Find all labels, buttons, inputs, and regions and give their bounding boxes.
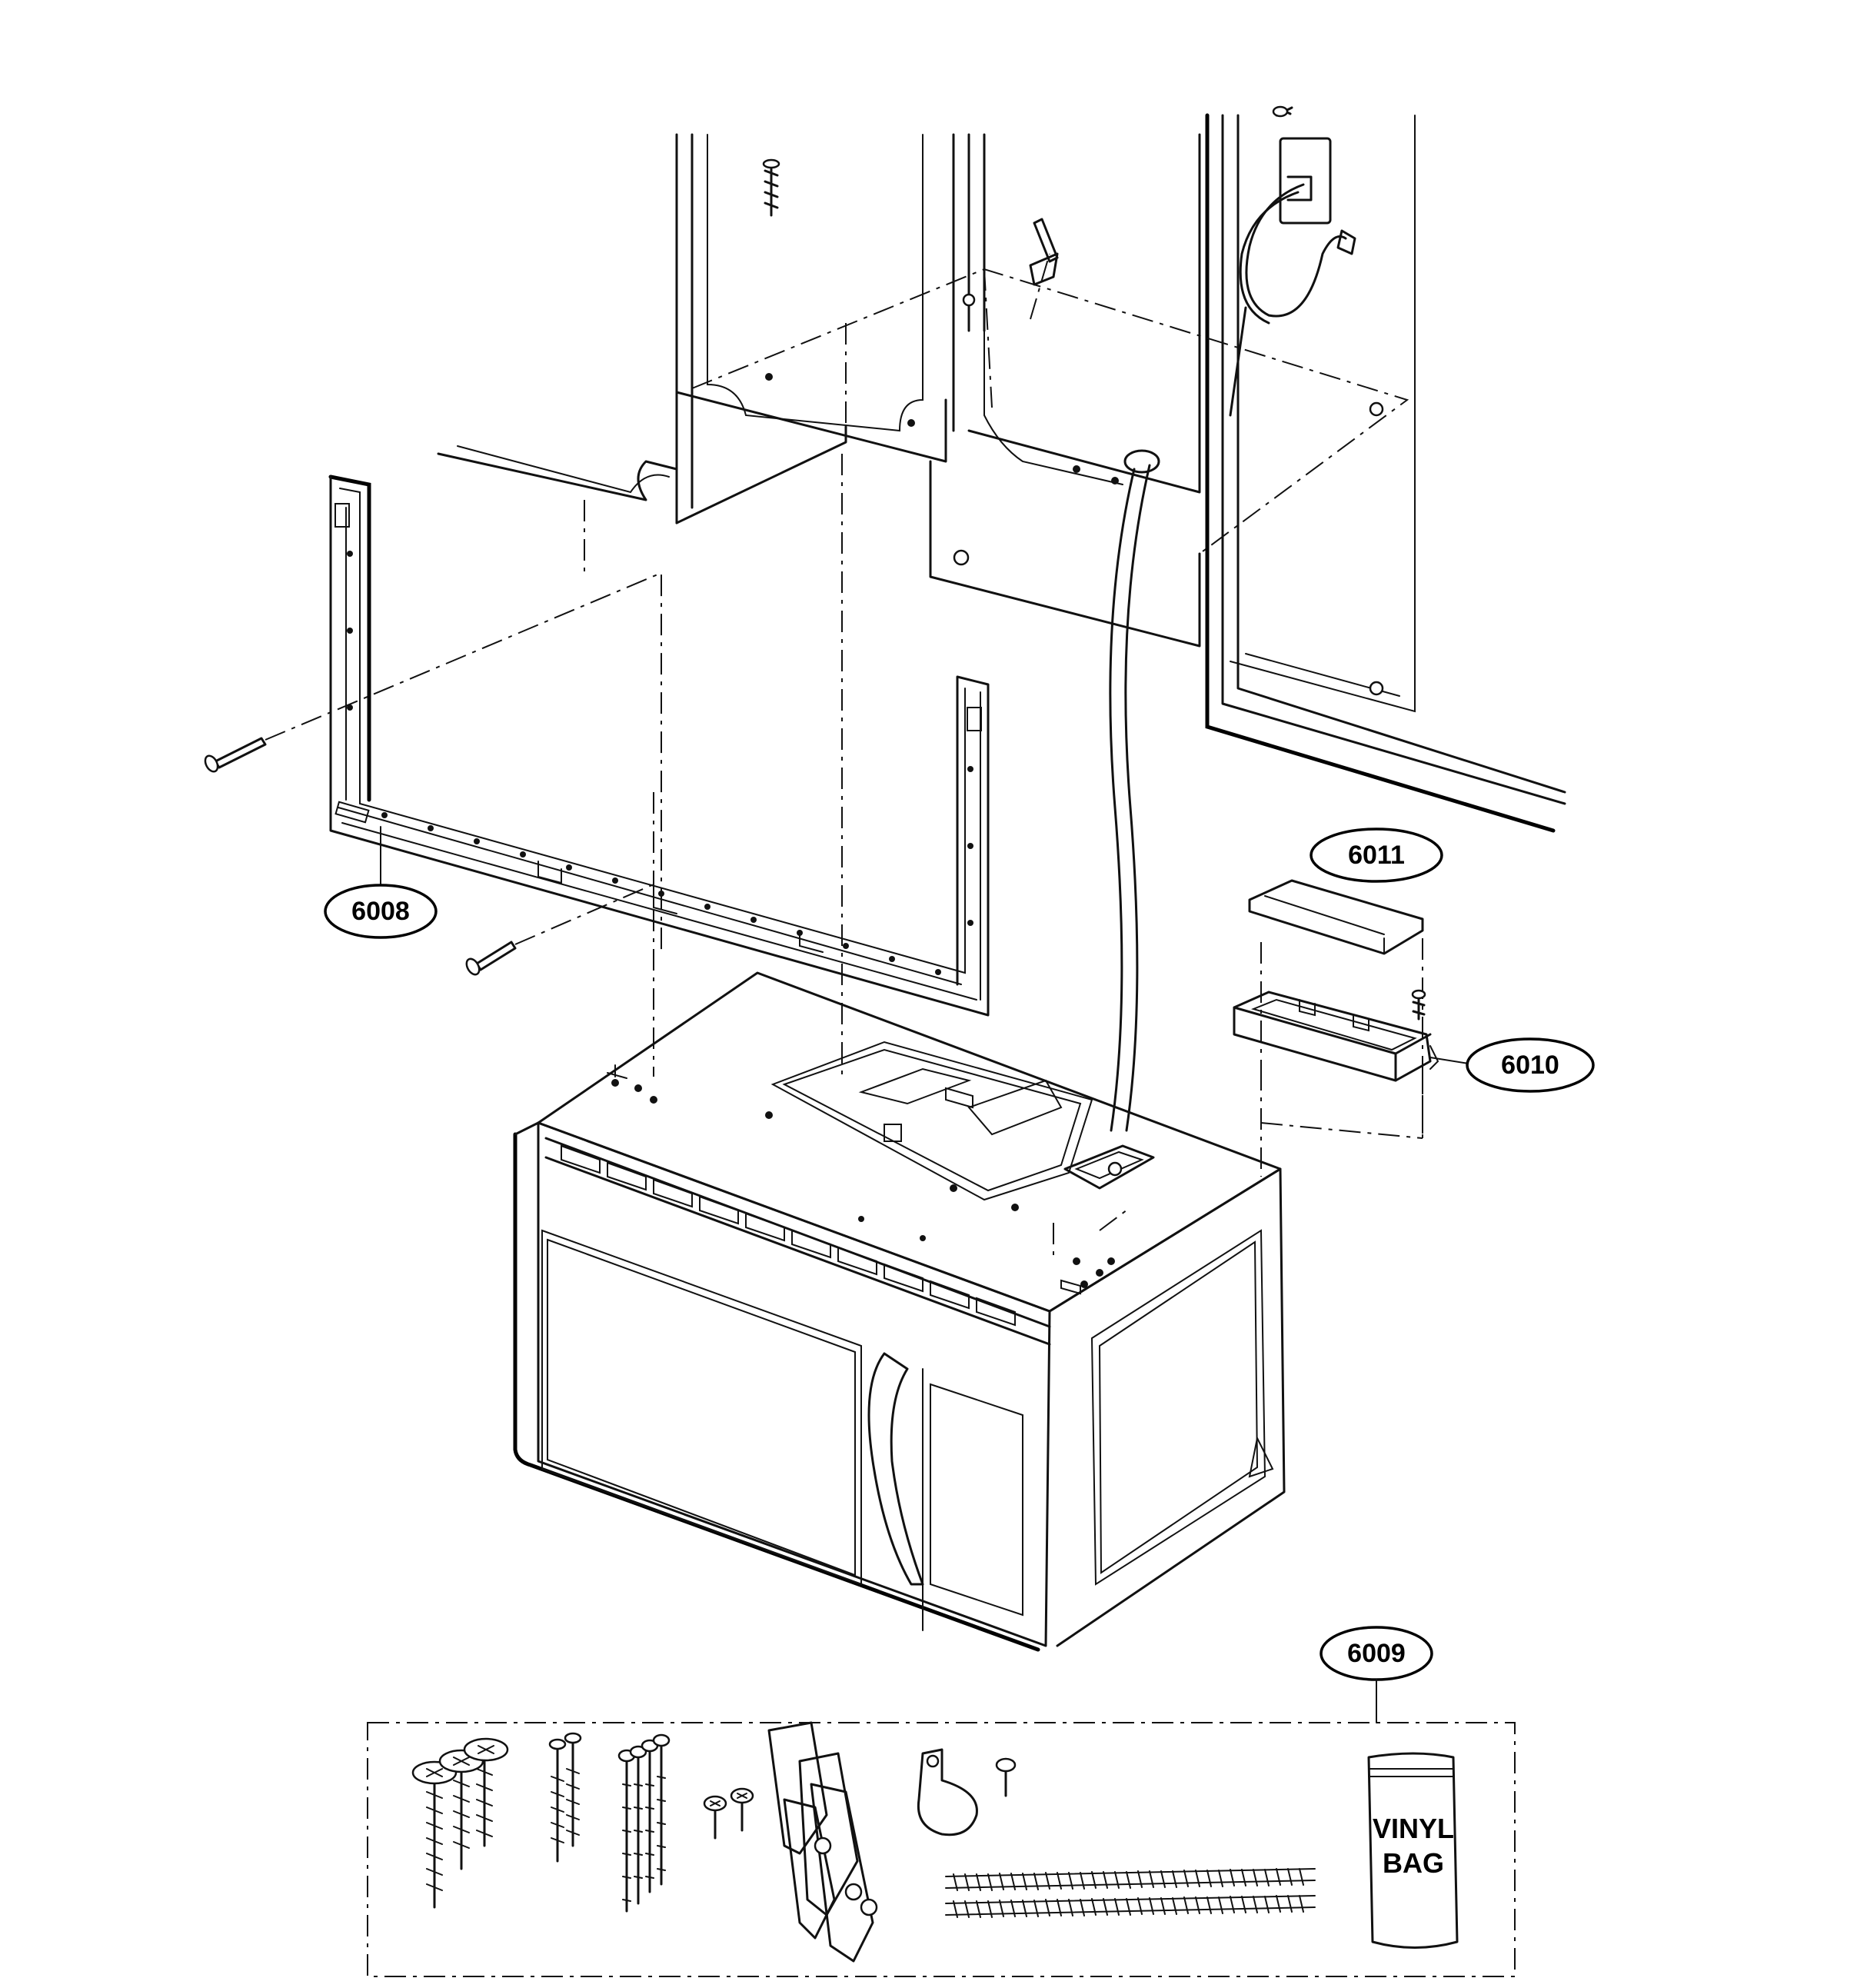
duct-adapter [1233,991,1439,1082]
wood-screws [548,1732,582,1863]
wall-outlet-and-cord [1229,105,1356,417]
cabinet-screw [762,158,780,217]
callout-6008-label: 6008 [351,897,410,926]
mounting-bracket [328,475,990,1017]
toggle-wings [767,1721,878,1963]
toggle-bolt [1029,218,1059,286]
callout-6009-label: 6009 [1347,1639,1406,1668]
callout-6009: 6009 [1320,1626,1433,1723]
damper-plate [1248,879,1424,955]
hardware-kit-box: VINYL BAG [367,1721,1516,1977]
power-cord [1109,449,1160,1132]
microwave-oven [513,971,1286,1652]
toggle-bolts [617,1733,671,1913]
cable-clamp [917,1748,1017,1836]
vinyl-bag-label-line2: BAG [1383,1847,1444,1879]
springs [945,1868,1316,1918]
bracket-alignment-line [265,571,662,954]
callout-6010-label: 6010 [1501,1051,1559,1080]
wall-cabinets [437,113,1566,833]
bracket-screw-bottom [465,941,517,976]
vinyl-bag-label-line1: VINYL [1373,1813,1454,1844]
large-washer-screws [411,1737,509,1909]
small-screws [703,1787,754,1840]
callout-6011: 6011 [1310,828,1443,883]
duct-screw [1411,989,1426,1021]
callout-6011-label: 6011 [1348,841,1405,870]
callout-6008: 6008 [324,826,438,939]
callout-6010: 6010 [1429,1037,1595,1093]
bracket-screw-left [204,737,267,773]
vinyl-bag: VINYL BAG [1367,1752,1459,1949]
